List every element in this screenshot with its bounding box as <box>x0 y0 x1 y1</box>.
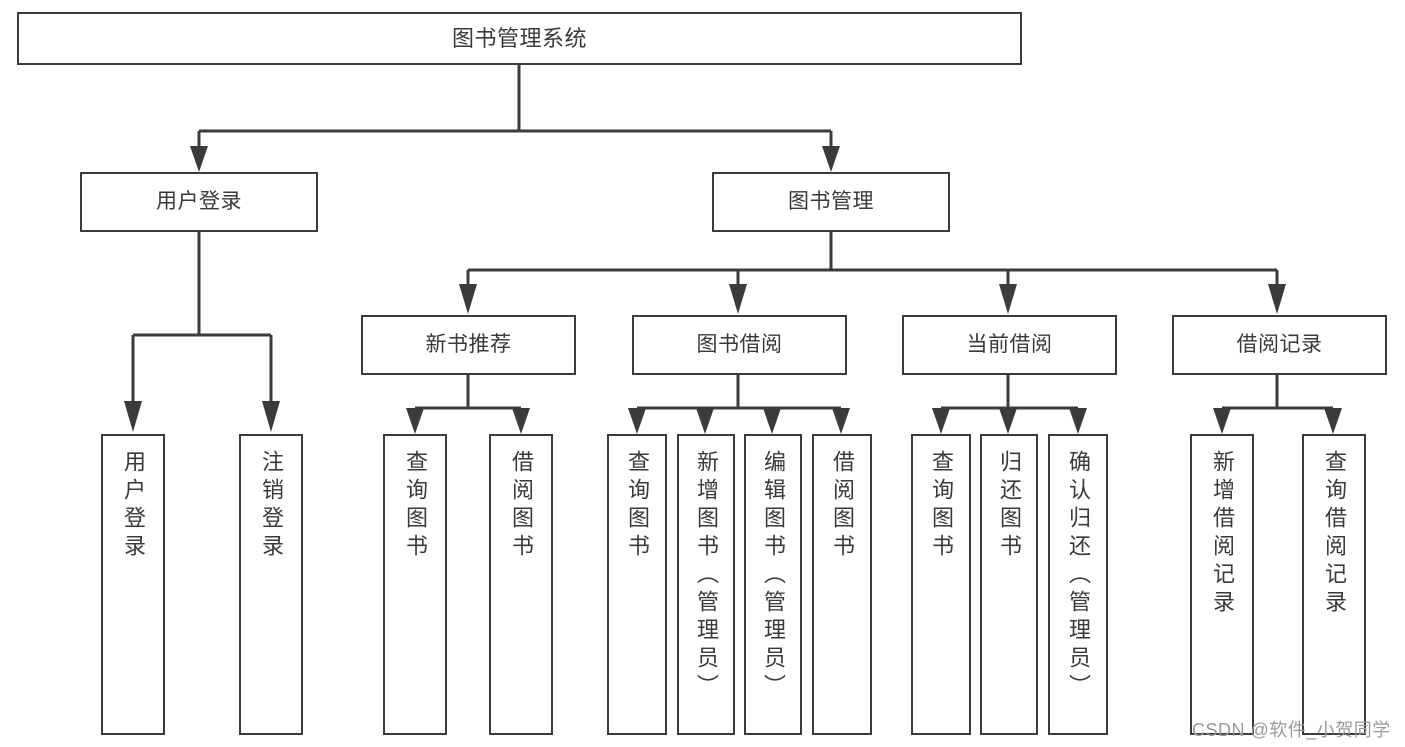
edge-currentborrow-to-leaves <box>932 375 1087 434</box>
node-label: 查询借阅记录 <box>1322 450 1347 618</box>
node-label: 编辑图书（管理员） <box>761 450 786 702</box>
leaf-new-book-query-books[interactable]: 查询图书 <box>383 434 447 735</box>
node-label: 新增借阅记录 <box>1210 450 1235 618</box>
node-label: 图书管理 <box>788 189 874 213</box>
node-label: 查询图书 <box>929 450 954 562</box>
edge-borrowrecord-to-leaves <box>1213 375 1342 434</box>
edge-root-to-level1 <box>190 65 840 172</box>
edge-userlogin-to-leaves <box>124 232 280 432</box>
leaf-user-login-logout[interactable]: 注销登录 <box>239 434 303 735</box>
node-label: 借阅图书 <box>509 450 534 562</box>
node-book-management[interactable]: 图书管理 <box>712 172 950 232</box>
node-current-borrow[interactable]: 当前借阅 <box>902 315 1117 375</box>
node-borrow-record[interactable]: 借阅记录 <box>1172 315 1387 375</box>
leaf-borrow-query-books[interactable]: 查询图书 <box>607 434 667 735</box>
edge-newbook-to-leaves <box>406 375 530 434</box>
node-book-borrow[interactable]: 图书借阅 <box>632 315 847 375</box>
node-user-login[interactable]: 用户登录 <box>80 172 318 232</box>
leaf-borrow-borrow-books[interactable]: 借阅图书 <box>812 434 872 735</box>
node-label: 用户登录 <box>156 189 242 213</box>
node-label: 图书借阅 <box>696 332 783 356</box>
node-label: 查询图书 <box>403 450 428 562</box>
node-label: 借阅图书 <box>830 450 855 562</box>
node-label: 新书推荐 <box>425 332 512 356</box>
edge-borrow-to-leaves <box>628 375 850 434</box>
node-label: 注销登录 <box>259 450 284 562</box>
node-label: 借阅记录 <box>1236 332 1323 356</box>
leaf-current-return-books[interactable]: 归还图书 <box>980 434 1038 735</box>
node-label: 当前借阅 <box>966 332 1053 356</box>
node-label: 新增图书（管理员） <box>694 450 719 702</box>
csdn-watermark: CSDN @软件_小贺同学 <box>1192 720 1391 740</box>
node-label: 确认归还（管理员） <box>1066 450 1091 702</box>
node-label: 查询图书 <box>625 450 650 562</box>
leaf-borrow-add-book-admin[interactable]: 新增图书（管理员） <box>677 434 735 735</box>
node-label: 图书管理系统 <box>451 25 587 51</box>
leaf-user-login-login[interactable]: 用户登录 <box>101 434 165 735</box>
leaf-borrow-edit-book-admin[interactable]: 编辑图书（管理员） <box>744 434 802 735</box>
node-label: 用户登录 <box>121 450 146 562</box>
edge-bookmgmt-to-level2 <box>459 232 1286 314</box>
node-new-book-recommend[interactable]: 新书推荐 <box>361 315 576 375</box>
node-label: 归还图书 <box>997 450 1022 562</box>
leaf-current-query-books[interactable]: 查询图书 <box>911 434 971 735</box>
leaf-new-book-borrow-books[interactable]: 借阅图书 <box>489 434 553 735</box>
leaf-record-add-borrow-record[interactable]: 新增借阅记录 <box>1190 434 1254 735</box>
leaf-record-query-borrow-record[interactable]: 查询借阅记录 <box>1302 434 1366 735</box>
leaf-current-confirm-return-admin[interactable]: 确认归还（管理员） <box>1048 434 1108 735</box>
node-root-book-management-system[interactable]: 图书管理系统 <box>17 12 1022 65</box>
